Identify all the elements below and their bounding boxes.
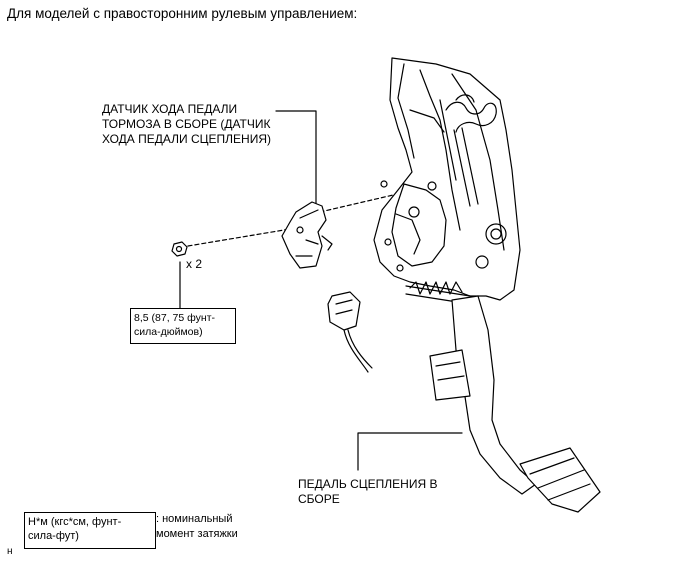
sensor-leader-line xyxy=(275,110,317,206)
pedal-bracket-icon xyxy=(373,57,521,305)
clutch-pedal-icon xyxy=(429,295,601,513)
sensor-assembly-label: ДАТЧИК ХОДА ПЕДАЛИ ТОРМОЗА В СБОРЕ (ДАТЧ… xyxy=(102,102,272,146)
torque-spec-box: 8,5 (87, 75 фунт- сила-дюймов) xyxy=(130,308,236,344)
quantity-label: x 2 xyxy=(186,257,203,271)
pedal-leader-line xyxy=(357,432,463,471)
stroke-sensor-icon xyxy=(281,201,333,269)
image-code: н xyxy=(7,546,13,557)
alignment-line-lower xyxy=(187,227,297,247)
connector-icon xyxy=(327,291,373,373)
mounting-nut-icon xyxy=(171,241,188,257)
alignment-line-upper xyxy=(319,185,433,213)
legend-description: : номинальный момент затяжки xyxy=(156,513,238,540)
legend-units-box: Н*м (кгс*см, фунт- сила-фут) xyxy=(24,512,156,549)
page-heading: Для моделей с правосторонним рулевым упр… xyxy=(7,6,358,21)
clutch-pedal-label: ПЕДАЛЬ СЦЕПЛЕНИЯ В СБОРЕ xyxy=(298,477,438,506)
